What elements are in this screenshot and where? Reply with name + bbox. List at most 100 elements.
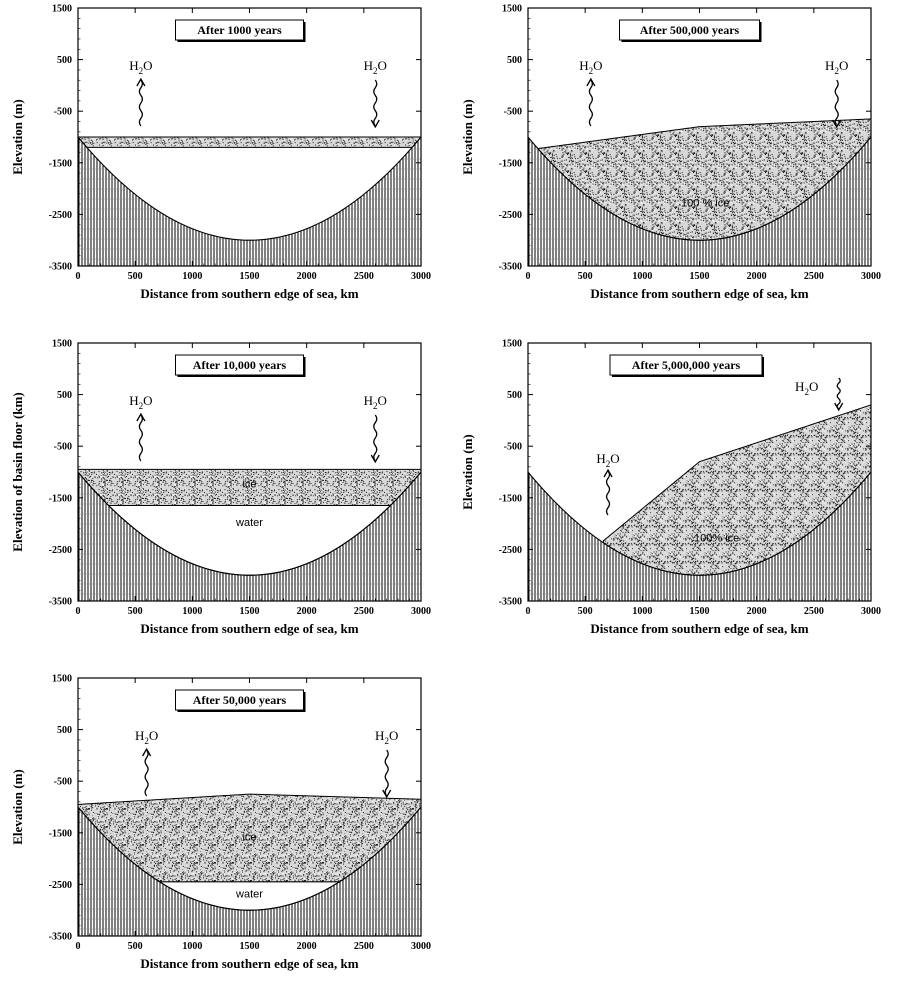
plot-area (528, 8, 871, 266)
y-axis-title: Elevation (m) (10, 99, 25, 174)
bedrock-hatched (528, 472, 871, 601)
basin-floor-line (528, 136, 871, 241)
y-tick-label: 1500 (52, 4, 72, 15)
h2o-arrow-head (136, 412, 146, 422)
y-tick-label: -2500 (49, 880, 72, 891)
y-tick-label: -500 (504, 107, 522, 118)
y-tick-label: -1500 (49, 158, 72, 169)
h2o-arrow (138, 79, 144, 127)
x-tick-label: 2000 (297, 606, 317, 617)
caption-frame (175, 354, 304, 376)
h2o-sub: 2 (384, 736, 389, 746)
h2o-h: H (129, 58, 138, 73)
y-axis-title: Elevation (m) (460, 99, 475, 174)
bedrock-hatched (78, 807, 421, 936)
bedrock-hatched (528, 137, 871, 266)
y-tick-label: 500 (57, 390, 72, 401)
y-tick-label: -3500 (499, 597, 522, 608)
y-tick-label: -3500 (49, 932, 72, 943)
y-tick-label: -3500 (49, 597, 72, 608)
ice-label: ice (242, 478, 256, 490)
h2o-sub: 2 (139, 401, 144, 411)
h2o-o: O (809, 379, 818, 394)
ice-label: 100 % ice (681, 198, 729, 210)
x-axis-title: Distance from southern edge of sea, km (140, 621, 358, 636)
h2o-arrow-head (370, 119, 380, 129)
h2o-arrow (144, 749, 149, 797)
h2o-h: H (135, 728, 144, 743)
x-tick-label: 1500 (240, 941, 260, 952)
h2o-arrow (373, 79, 378, 127)
x-tick-label: 2000 (747, 606, 767, 617)
h2o-arrow-head (834, 402, 844, 412)
x-axis-title: Distance from southern edge of sea, km (590, 286, 808, 301)
caption-frame (175, 19, 304, 41)
h2o-label: H2O (579, 58, 602, 76)
plot-area (78, 343, 421, 601)
caption-text: After 50,000 years (193, 693, 287, 707)
y-tick-label: -3500 (499, 262, 522, 273)
caption-text: After 10,000 years (193, 358, 287, 372)
h2o-arrow-head (136, 77, 146, 87)
x-tick-label: 3000 (411, 606, 431, 617)
caption-box: After 500,000 years (619, 19, 762, 42)
x-tick-label: 2500 (354, 271, 374, 282)
h2o-h: H (596, 451, 605, 466)
h2o-label: H2O (364, 393, 387, 411)
h2o-o: O (143, 393, 152, 408)
h2o-o: O (389, 728, 398, 743)
y-axis-title: Elevation (m) (10, 769, 25, 844)
caption-frame (609, 354, 763, 376)
x-tick-label: 2000 (297, 271, 317, 282)
ice-layer (78, 136, 421, 148)
y-tick-label: -3500 (49, 262, 72, 273)
x-tick-label: 3000 (861, 271, 881, 282)
h2o-arrow (138, 414, 144, 462)
basin-floor-line (78, 471, 421, 576)
x-tick-label: 500 (578, 606, 593, 617)
h2o-sub: 2 (373, 66, 378, 76)
h2o-sub: 2 (804, 387, 809, 397)
h2o-arrow-head (586, 77, 596, 87)
h2o-arrow (373, 414, 378, 462)
x-axis-title: Distance from southern edge of sea, km (140, 956, 358, 971)
y-tick-label: -1500 (499, 493, 522, 504)
y-tick-label: -500 (504, 442, 522, 453)
h2o-o: O (610, 451, 619, 466)
basin-floor-line (78, 806, 421, 911)
h2o-arrow-head (370, 454, 380, 464)
x-tick-label: 2500 (354, 941, 374, 952)
h2o-o: O (593, 58, 602, 73)
ice-label: ice (242, 832, 256, 844)
h2o-sub: 2 (606, 459, 611, 469)
h2o-h: H (375, 728, 384, 743)
y-tick-label: 1500 (52, 674, 72, 685)
x-tick-label: 1000 (182, 271, 202, 282)
y-tick-label: -500 (54, 777, 72, 788)
y-axis-title: Elevation (m) (460, 434, 475, 509)
x-axis-title: Distance from southern edge of sea, km (140, 286, 358, 301)
h2o-label: H2O (129, 393, 152, 411)
plot-area (78, 8, 421, 266)
x-tick-label: 500 (128, 606, 143, 617)
x-tick-label: 1500 (690, 606, 710, 617)
h2o-label: H2O (364, 58, 387, 76)
h2o-arrow (836, 377, 841, 410)
h2o-sub: 2 (589, 66, 594, 76)
x-tick-label: 2500 (804, 271, 824, 282)
plot-area (78, 678, 421, 936)
x-tick-label: 1000 (632, 271, 652, 282)
x-tick-label: 0 (76, 941, 81, 952)
y-tick-label: 500 (507, 390, 522, 401)
y-tick-label: -2500 (49, 545, 72, 556)
caption-frame (175, 689, 304, 711)
y-tick-label: -500 (54, 442, 72, 453)
h2o-label: H2O (129, 58, 152, 76)
x-tick-label: 500 (128, 271, 143, 282)
